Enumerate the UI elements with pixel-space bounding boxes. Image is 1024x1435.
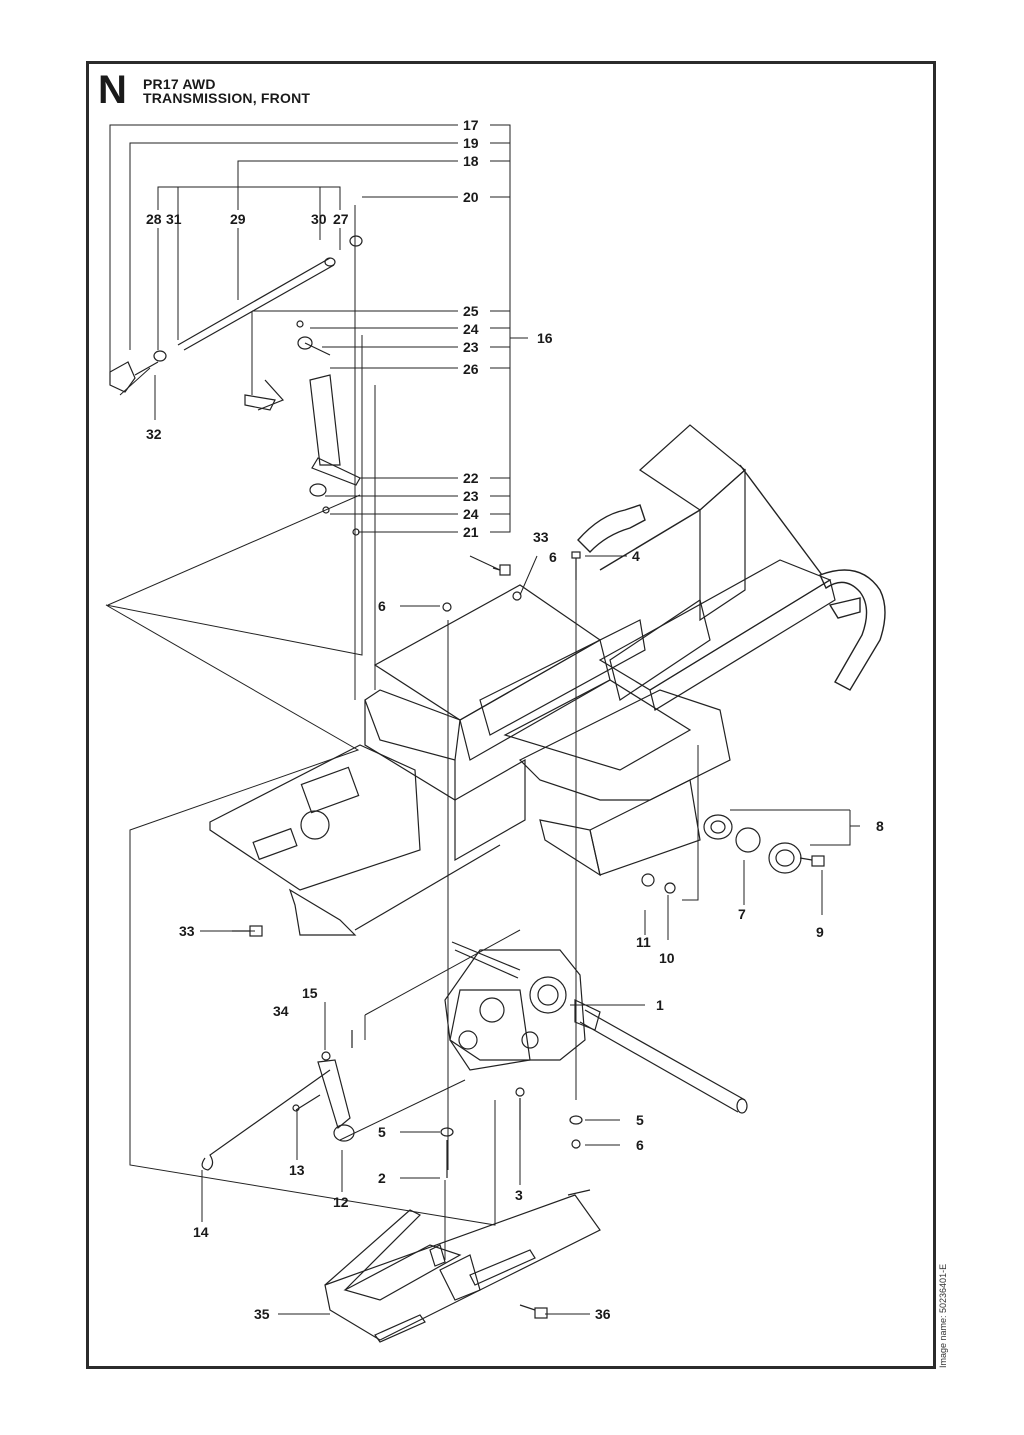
callout-9: 9 (816, 924, 824, 940)
callout-16: 16 (537, 330, 553, 346)
callout-33-upper: 33 (533, 529, 549, 545)
callout-5-right: 5 (636, 1112, 644, 1128)
callout-12: 12 (333, 1194, 349, 1210)
model-name: PR17 AWD (143, 76, 216, 92)
callout-18: 18 (463, 153, 479, 169)
diagram-title: TRANSMISSION, FRONT (143, 90, 311, 106)
callout-29: 29 (230, 211, 246, 227)
callout-28: 28 (146, 211, 162, 227)
callout-26: 26 (463, 361, 479, 377)
callout-24-lower: 24 (463, 506, 479, 522)
callout-11: 11 (636, 934, 651, 950)
callout-20: 20 (463, 189, 479, 205)
callout-6-upper-right: 6 (549, 549, 557, 565)
callout-32: 32 (146, 426, 162, 442)
callout-30: 30 (311, 211, 327, 227)
callout-31: 31 (166, 211, 182, 227)
callout-35: 35 (254, 1306, 270, 1322)
chassis-frame (209, 424, 836, 936)
callout-23-lower: 23 (463, 488, 479, 504)
callout-8: 8 (876, 818, 884, 834)
callout-24-upper: 24 (463, 321, 479, 337)
callout-5-left: 5 (378, 1124, 386, 1140)
callout-14: 14 (193, 1224, 209, 1240)
section-letter: N (98, 68, 127, 112)
callout-6-lower: 6 (636, 1137, 644, 1153)
callout-13: 13 (289, 1162, 305, 1178)
callout-2: 2 (378, 1170, 386, 1186)
callout-labels: 17 19 18 20 28 31 29 30 27 25 24 16 23 2… (146, 117, 884, 1322)
callout-33-lower: 33 (179, 923, 195, 939)
handle-bars (577, 464, 886, 691)
linkage-rod-assembly (109, 235, 363, 536)
callout-3: 3 (515, 1187, 523, 1203)
callout-7: 7 (738, 906, 746, 922)
transmission-unit (444, 941, 748, 1114)
diagram-frame (86, 61, 936, 1369)
callout-17: 17 (463, 117, 479, 133)
hardware-fasteners (232, 551, 825, 1319)
callout-22: 22 (463, 470, 479, 486)
callout-10: 10 (659, 950, 675, 966)
callout-4: 4 (632, 548, 640, 564)
callout-1: 1 (656, 997, 664, 1013)
callout-25: 25 (463, 303, 479, 319)
callout-21: 21 (463, 524, 479, 540)
callout-19: 19 (463, 135, 479, 151)
callout-34: 34 (273, 1003, 289, 1019)
callout-6-upper-left: 6 (378, 598, 386, 614)
callout-36: 36 (595, 1306, 611, 1322)
skid-plate (324, 1189, 601, 1343)
leader-lines (105, 124, 860, 1315)
callout-15: 15 (302, 985, 318, 1001)
lever-assembly (201, 1030, 355, 1171)
callout-27: 27 (333, 211, 349, 227)
callout-23-upper: 23 (463, 339, 479, 355)
